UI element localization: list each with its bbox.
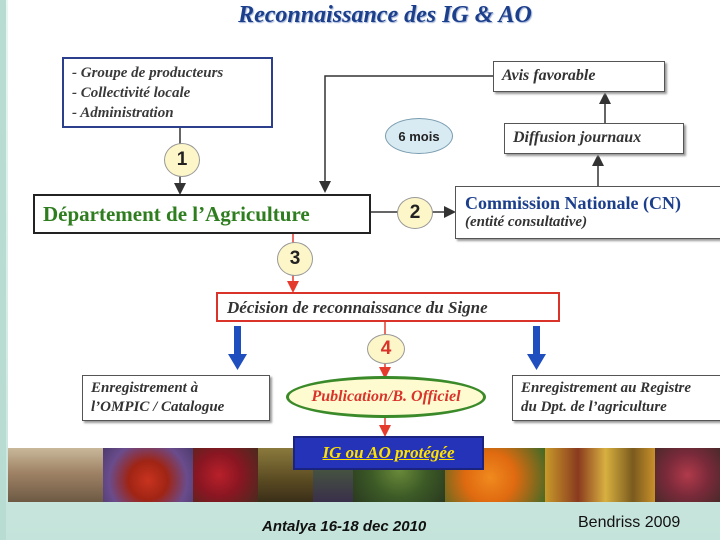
decision-box: Décision de reconnaissance du Signe — [216, 292, 560, 322]
blue-arrow-right — [527, 326, 546, 370]
photo-camels — [8, 448, 103, 502]
applicant-producers: - Groupe de producteurs — [72, 65, 224, 81]
decision-label: Décision de reconnaissance du Signe — [227, 298, 488, 317]
left-accent-stripe — [0, 0, 6, 540]
step-4-badge: 4 — [367, 334, 405, 364]
delay-ellipse: 6 mois — [385, 118, 453, 154]
ompic-line-1: Enregistrement à — [91, 380, 199, 396]
ompic-box: Enregistrement à l’OMPIC / Catalogue — [82, 375, 270, 421]
arrow-avis-to-department — [319, 75, 493, 193]
commission-box: Commission Nationale (CN) (entité consul… — [455, 186, 720, 239]
applicant-administration: - Administration — [72, 105, 174, 121]
delay-label: 6 mois — [398, 128, 440, 144]
registre-line-2: du Dpt. de l’agriculture — [521, 399, 667, 415]
photo-oil-bottles — [545, 448, 655, 502]
applicants-box: - Groupe de producteurs - Collectivité l… — [62, 57, 273, 128]
avis-favorable-box: Avis favorable — [493, 61, 665, 92]
commission-title: Commission Nationale (CN) — [465, 193, 681, 213]
department-box: Département de l’Agriculture — [33, 194, 371, 234]
protected-label: IG ou AO protégée — [322, 443, 455, 462]
publication-label: Publication/B. Officiel — [311, 388, 461, 405]
photo-pomegranates — [193, 448, 258, 502]
step-1-badge: 1 — [164, 143, 200, 177]
photo-produce — [655, 448, 720, 502]
department-label: Département de l’Agriculture — [43, 202, 310, 226]
step-1-number: 1 — [176, 149, 188, 170]
avis-favorable-label: Avis favorable — [502, 67, 596, 84]
page-title: Reconnaissance des IG & AO — [238, 2, 532, 28]
step-2-number: 2 — [409, 202, 421, 223]
step-4-number: 4 — [380, 338, 392, 359]
protected-box: IG ou AO protégée — [293, 436, 484, 470]
photo-saffron — [103, 448, 193, 502]
footer-event: Antalya 16-18 dec 2010 — [262, 518, 427, 535]
commission-subtitle: (entité consultative) — [465, 214, 588, 230]
ompic-line-2: l’OMPIC / Catalogue — [91, 399, 225, 415]
footer-author: Bendriss 2009 — [578, 514, 681, 531]
blue-arrow-left — [228, 326, 247, 370]
step-3-number: 3 — [289, 248, 301, 269]
diffusion-journaux-label: Diffusion journaux — [513, 129, 642, 146]
step-2-badge: 2 — [397, 197, 433, 229]
publication-ellipse: Publication/B. Officiel — [286, 376, 486, 418]
registre-line-1: Enregistrement au Registre — [521, 380, 692, 396]
applicant-local-community: - Collectivité locale — [72, 85, 191, 101]
diffusion-journaux-box: Diffusion journaux — [504, 123, 684, 154]
registre-box: Enregistrement au Registre du Dpt. de l’… — [512, 375, 720, 421]
step-3-badge: 3 — [277, 242, 313, 276]
